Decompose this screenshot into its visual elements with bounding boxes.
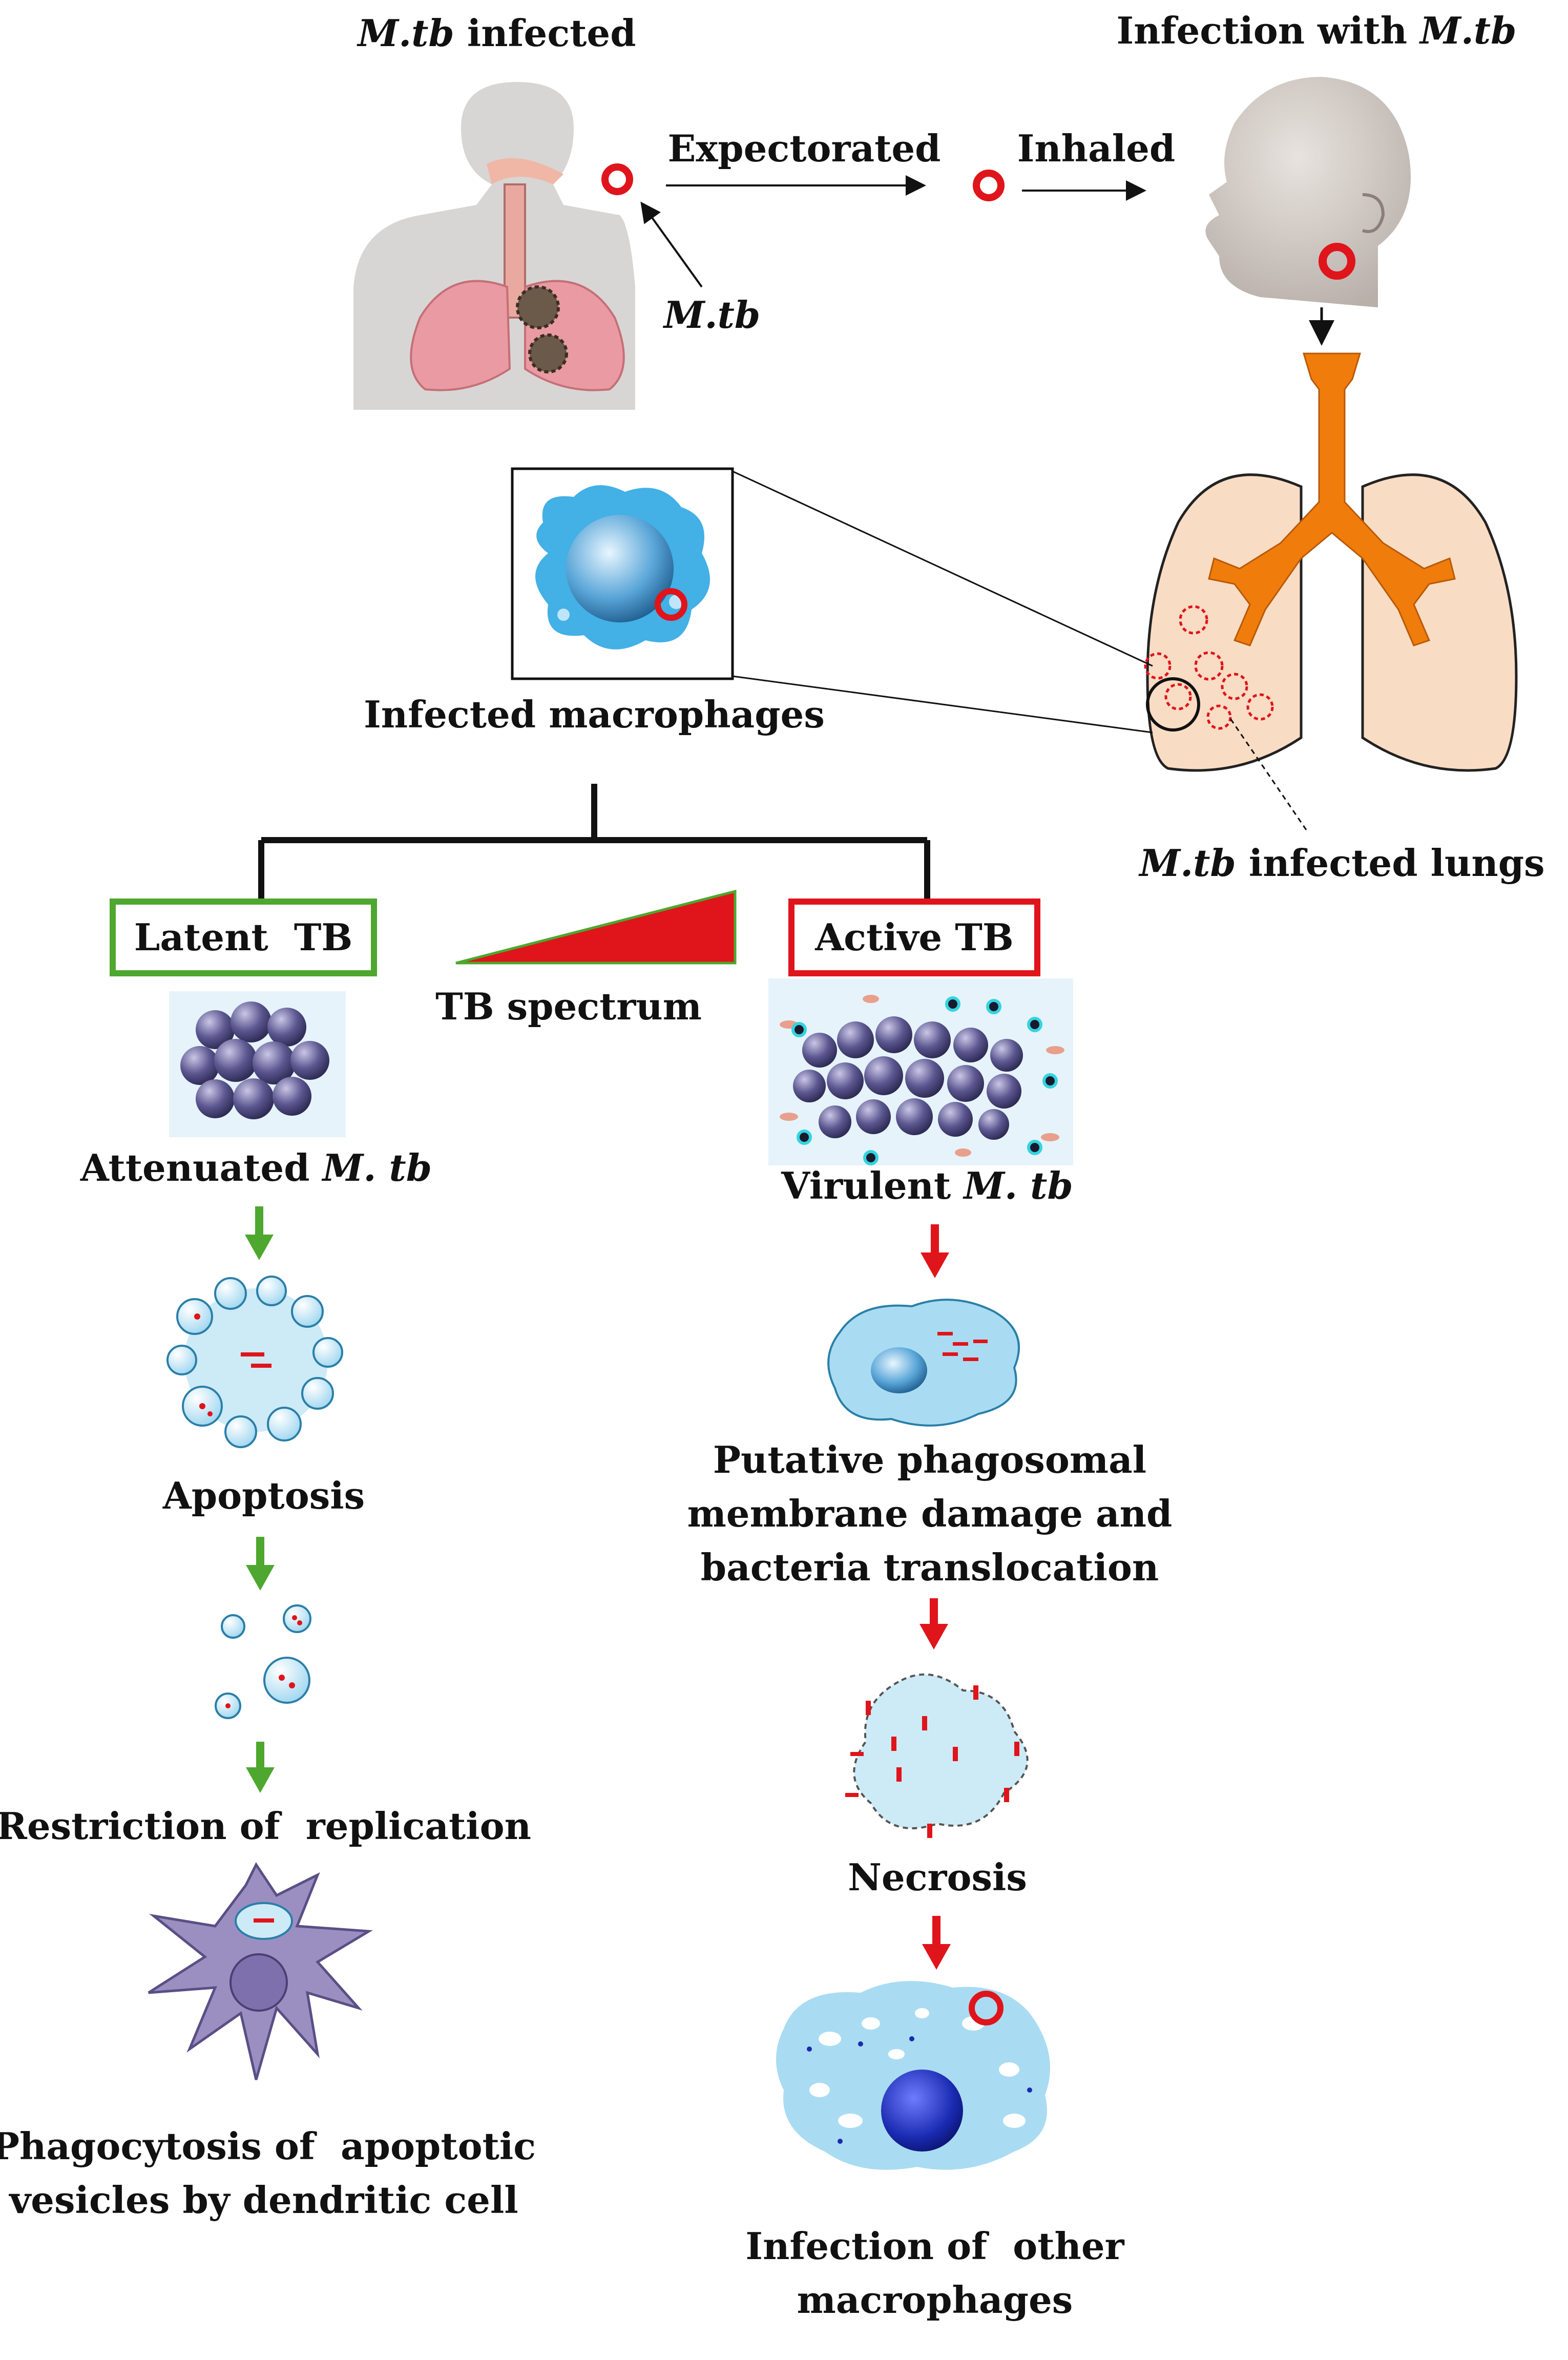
necrosis-label: Necrosis: [848, 1855, 1027, 1899]
lungs-pointer-dashed: [1228, 717, 1307, 830]
inhaled-label: Inhaled: [1017, 127, 1176, 170]
phagocytosis-label-line1: Phagocytosis of apoptotic: [0, 2124, 536, 2168]
zoom-line-bottom: [732, 675, 1153, 734]
infected-person-illustration: [353, 82, 635, 410]
branch-connector: [258, 784, 930, 902]
mtb-pointer-label: M.tb: [662, 293, 760, 337]
green-arrow-3: [246, 1742, 275, 1793]
latent-tb-label: Latent TB: [134, 915, 353, 959]
restriction-label: Restriction of replication: [0, 1804, 531, 1848]
apoptosis-label: Apoptosis: [162, 1474, 365, 1517]
putative-label-line3: bacteria translocation: [701, 1546, 1159, 1589]
infected-lungs-illustration: [1144, 352, 1518, 772]
newly-infected-macrophage-illustration: [776, 1981, 1050, 2170]
inhaled-mtb-icon: [1319, 243, 1355, 280]
red-arrow-3: [922, 1916, 951, 1970]
phagocytosis-label-line2: vesicles by dendritic cell: [8, 2178, 518, 2222]
expectorated-label: Expectorated: [667, 127, 940, 170]
apoptotic-cell-illustration: [166, 1276, 343, 1448]
vesicle-bacteria-dots: [225, 1615, 302, 1708]
tb-spectrum-wedge: [455, 889, 737, 965]
infected-macrophages-label: Infected macrophages: [364, 693, 825, 736]
putative-label-line1: Putative phagosomal: [713, 1438, 1146, 1481]
latent-granuloma-illustration: [169, 991, 346, 1137]
green-arrow-2: [246, 1537, 275, 1591]
red-arrow-2: [919, 1598, 948, 1649]
red-arrow-1: [921, 1224, 949, 1278]
tb-spectrum-label: TB spectrum: [435, 985, 702, 1028]
apoptotic-vesicles-illustration: [215, 1604, 311, 1719]
latent-tb-box: [110, 899, 377, 976]
active-tb-label: Active TB: [814, 915, 1013, 959]
green-arrow-1: [245, 1206, 274, 1260]
mtb-pointer-arrow: [640, 201, 703, 288]
damaged-macrophage-illustration: [827, 1299, 1020, 1427]
phagocytosed-mtb-icon: [655, 588, 687, 621]
airborne-mtb-icon: [973, 170, 1005, 201]
active-tb-box: [788, 899, 1040, 976]
infected-lungs-label: M.tb infected lungs: [1138, 841, 1544, 885]
active-granuloma-illustration: [768, 978, 1073, 1165]
source-title: M.tb infected: [356, 11, 636, 55]
infection-other-label-line1: Infection of other: [745, 2224, 1124, 2268]
head-illustration: [1205, 77, 1411, 307]
infection-other-label-line2: macrophages: [797, 2278, 1073, 2322]
target-title: Infection with M.tb: [1116, 9, 1516, 52]
necrotic-cell-illustration: [845, 1673, 1029, 1838]
zoom-line-top: [732, 470, 1153, 667]
attenuated-mtb-label: Attenuated M. tb: [80, 1146, 432, 1189]
new-infection-mtb-icon: [969, 1991, 1003, 2025]
virulent-mtb-label: Virulent M. tb: [781, 1164, 1073, 1207]
putative-label-line2: membrane damage and: [687, 1492, 1173, 1535]
infected-macrophage-illustration: [535, 485, 710, 650]
dendritic-cell-illustration: [148, 1862, 373, 2080]
mtb-bacterium-icon: [601, 163, 633, 195]
